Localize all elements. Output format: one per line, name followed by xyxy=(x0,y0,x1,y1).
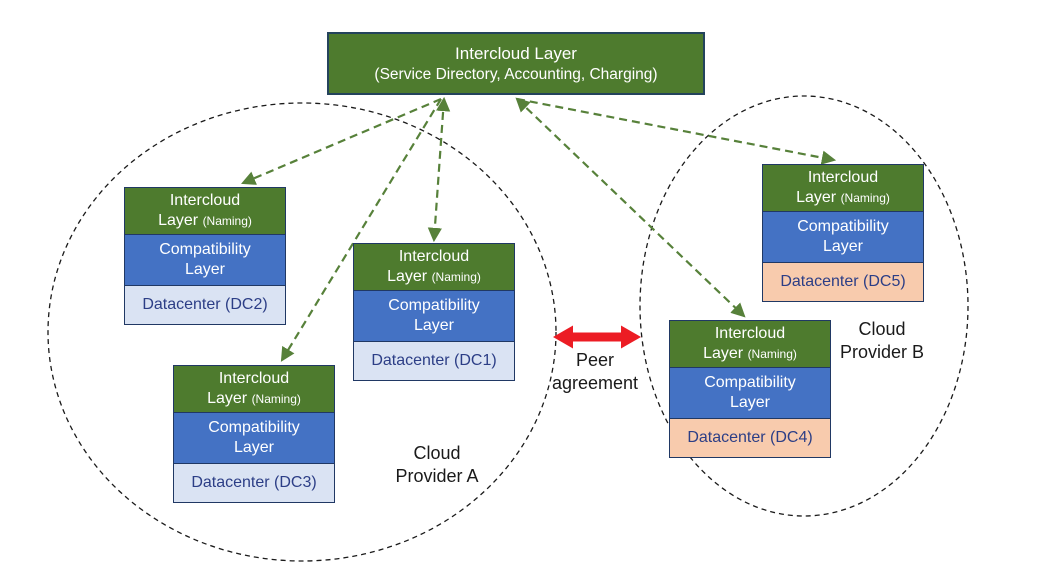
naming-suffix: (Naming) xyxy=(202,214,252,228)
intercloud-layer-box: Intercloud Layer (Naming) xyxy=(124,187,286,235)
intercloud-root-box: Intercloud Layer (Service Directory, Acc… xyxy=(327,32,705,95)
datacenter-label: Datacenter (DC2) xyxy=(142,296,268,313)
compatibility-layer-box: Compatibility Layer xyxy=(353,290,515,342)
intercloud-layer-label: Intercloud xyxy=(807,169,879,186)
compatibility-layer-label: Compatibility xyxy=(159,241,251,258)
stack-dc1: Intercloud Layer (Naming) Compatibility … xyxy=(353,243,515,381)
naming-suffix: (Naming) xyxy=(431,270,481,284)
peer-agreement-arrow xyxy=(553,325,641,349)
provider-a-boundary-ellipse xyxy=(47,102,557,562)
intercloud-link-dc2 xyxy=(241,97,442,185)
compatibility-layer-box: Compatibility Layer xyxy=(669,367,831,419)
cloud-provider-b-label: Cloud Provider B xyxy=(839,319,925,362)
compatibility-layer-label: Compatibility xyxy=(797,218,889,235)
datacenter-box: Datacenter (DC5) xyxy=(762,262,924,302)
compatibility-layer-box: Compatibility Layer xyxy=(762,211,924,263)
intercloud-link-dc3 xyxy=(280,98,442,362)
compatibility-layer-label: Compatibility xyxy=(388,297,480,314)
datacenter-box: Datacenter (DC4) xyxy=(669,418,831,458)
intercloud-layer-label: Intercloud xyxy=(218,370,290,387)
intercloud-root-title: Intercloud Layer xyxy=(455,43,577,63)
intercloud-layer-box: Intercloud Layer (Naming) xyxy=(353,243,515,291)
stack-dc4: Intercloud Layer (Naming) Compatibility … xyxy=(669,320,831,458)
compatibility-layer-label: Compatibility xyxy=(704,374,796,391)
datacenter-label: Datacenter (DC4) xyxy=(687,429,813,446)
datacenter-label: Datacenter (DC1) xyxy=(371,352,497,369)
naming-suffix: (Naming) xyxy=(251,392,301,406)
intercloud-layer-label: Intercloud xyxy=(169,192,241,209)
stack-dc2: Intercloud Layer (Naming) Compatibility … xyxy=(124,187,286,325)
naming-suffix: (Naming) xyxy=(840,191,890,205)
naming-suffix: (Naming) xyxy=(747,347,797,361)
datacenter-label: Datacenter (DC5) xyxy=(780,273,906,290)
intercloud-layer-box: Intercloud Layer (Naming) xyxy=(173,365,335,413)
intercloud-link-dc5 xyxy=(516,97,837,165)
intercloud-link-dc4 xyxy=(515,97,746,318)
datacenter-label: Datacenter (DC3) xyxy=(191,474,317,491)
datacenter-box: Datacenter (DC2) xyxy=(124,285,286,325)
compatibility-layer-box: Compatibility Layer xyxy=(124,234,286,286)
datacenter-box: Datacenter (DC1) xyxy=(353,341,515,381)
intercloud-layer-box: Intercloud Layer (Naming) xyxy=(669,320,831,368)
intercloud-layer-box: Intercloud Layer (Naming) xyxy=(762,164,924,212)
datacenter-box: Datacenter (DC3) xyxy=(173,463,335,503)
compatibility-layer-label: Compatibility xyxy=(208,419,300,436)
intercloud-layer-label: Intercloud xyxy=(398,248,470,265)
peer-agreement-label: Peer agreement xyxy=(551,350,639,393)
cloud-provider-a-label: Cloud Provider A xyxy=(395,443,479,486)
intercloud-layer-label: Intercloud xyxy=(714,325,786,342)
intercloud-root-subtitle: (Service Directory, Accounting, Charging… xyxy=(374,65,658,83)
stack-dc3: Intercloud Layer (Naming) Compatibility … xyxy=(173,365,335,503)
compatibility-layer-box: Compatibility Layer xyxy=(173,412,335,464)
intercloud-link-dc1 xyxy=(427,96,451,243)
stack-dc5: Intercloud Layer (Naming) Compatibility … xyxy=(762,164,924,302)
